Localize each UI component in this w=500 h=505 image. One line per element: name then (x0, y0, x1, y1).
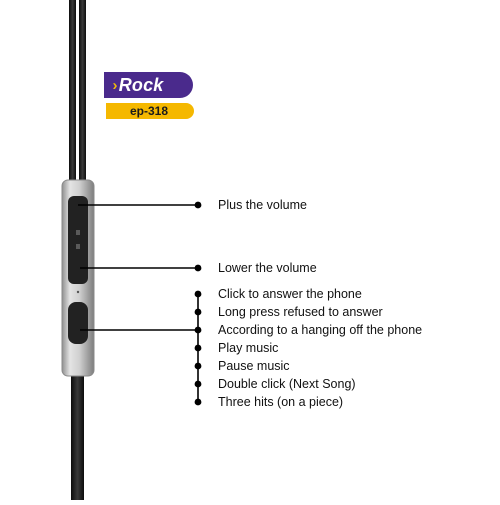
function-hang-up: According to a hanging off the phone (218, 323, 423, 337)
label-plus-volume: Plus the volume (218, 198, 307, 212)
brand-badge (104, 72, 193, 98)
function-bullet-dot (194, 398, 202, 406)
model-badge (106, 103, 194, 119)
function-bullets (194, 290, 202, 406)
function-bullet-dot (194, 308, 202, 316)
function-click-answer: Click to answer the phone (218, 287, 362, 301)
multi-function-button[interactable] (68, 302, 88, 344)
function-long-press-reject: Long press refused to answer (218, 305, 383, 319)
volume-down-mark (76, 244, 80, 249)
function-bullet-dot (194, 362, 202, 370)
brand-name: › Rock (94, 72, 182, 98)
function-next-song: Double click (Next Song) (218, 377, 356, 391)
function-bullet-dot (194, 326, 202, 334)
leader-dot-lower-volume (194, 264, 202, 272)
model-number: ep-318 (129, 104, 169, 118)
volume-up-mark (76, 230, 80, 235)
function-play-music: Play music (218, 341, 279, 355)
function-bullet-dot (194, 344, 202, 352)
function-bullet-dot (194, 380, 202, 388)
lower-cable (71, 374, 84, 500)
upper-cable-left (69, 0, 76, 182)
function-pause-music: Pause music (218, 359, 290, 373)
microphone-hole (76, 290, 80, 294)
function-bullet-dot (194, 290, 202, 298)
leader-dot-plus-volume (194, 201, 202, 209)
brand-mark-icon: › (112, 76, 118, 94)
function-previous-song: Three hits (on a piece) (218, 395, 344, 409)
brand-text: Rock (118, 74, 164, 95)
volume-rocker[interactable] (68, 196, 88, 284)
label-lower-volume: Lower the volume (218, 261, 317, 275)
upper-cable-right (79, 0, 86, 182)
